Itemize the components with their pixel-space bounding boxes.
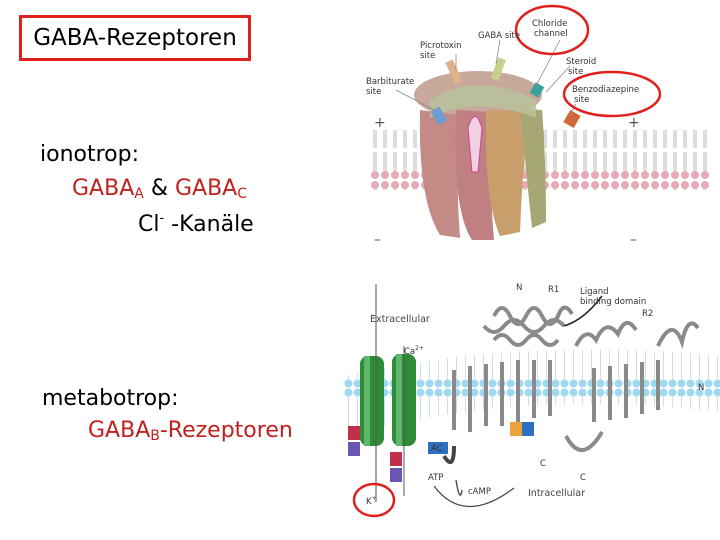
- g-protein-alpha-right: [510, 422, 522, 436]
- camp-arrow: [433, 485, 515, 508]
- cl-main: Cl: [138, 212, 160, 237]
- label-barbiturate: Barbiturate: [366, 77, 414, 87]
- label-c-right: C: [580, 473, 586, 483]
- label-channel: channel: [534, 29, 568, 39]
- label-steroid: Steroid: [566, 57, 596, 67]
- g-protein-alpha-mid: [390, 452, 402, 466]
- chloride-channel-line: Cl- -Kanäle: [138, 212, 254, 237]
- metabotrop-heading: metabotrop:: [42, 386, 179, 411]
- label-atp: ATP: [428, 473, 443, 483]
- cl-sup: -: [159, 211, 165, 226]
- gaba-b-receptor: [452, 305, 700, 452]
- label-n-right: N: [698, 383, 704, 393]
- ligand-pointer: [563, 295, 603, 327]
- gaba-c-sub: C: [237, 186, 248, 202]
- benzodiazepine-highlight: [562, 70, 662, 118]
- ampersand: &: [143, 176, 175, 201]
- g-protein-beta-right: [522, 422, 534, 436]
- label-k: K+: [366, 495, 377, 507]
- receptor-complex: [414, 57, 581, 240]
- label-chloride: Chloride: [532, 19, 567, 29]
- slide-title: GABA-Rezeptoren: [33, 25, 237, 51]
- label-picrotoxin-site: site: [420, 51, 435, 61]
- minus-left: –: [374, 232, 381, 248]
- label-extracellular: Extracellular: [370, 314, 430, 325]
- g-protein-beta-left: [348, 442, 360, 456]
- label-n-top: N: [516, 283, 522, 293]
- plus-left: +: [374, 115, 386, 131]
- label-camp: cAMP: [468, 487, 491, 497]
- gaba-b-sub: B: [150, 428, 160, 444]
- label-binding-domain: binding domain: [580, 297, 646, 307]
- adenylyl-cyclase: [428, 442, 448, 454]
- potassium-highlight: [352, 482, 396, 518]
- title-box: GABA-Rezeptoren: [19, 15, 251, 61]
- label-ac: AC: [431, 444, 443, 454]
- label-picrotoxin: Picrotoxin: [420, 41, 462, 51]
- label-ca: Ca2+: [404, 345, 424, 357]
- label-r1: R1: [548, 285, 559, 295]
- gaba-b-receptor-figure: Extracellular Intracellular Ca2+ K+ ATP …: [344, 283, 720, 518]
- label-ligand: Ligand: [580, 287, 608, 297]
- label-barbiturate-site: site: [366, 87, 381, 97]
- g-protein-alpha-left: [348, 426, 360, 440]
- kanaele-text: -Kanäle: [164, 212, 254, 237]
- gaba-c-main: GABA: [174, 176, 238, 201]
- label-c-left: C: [540, 459, 546, 469]
- gaba-b-rest: -Rezeptoren: [159, 418, 293, 443]
- plus-right: +: [628, 115, 640, 131]
- chloride-channel-highlight: [514, 4, 590, 56]
- g-protein-beta-mid: [390, 468, 402, 482]
- gaba-a-sub: A: [134, 186, 144, 202]
- label-benzodiazepine-site: site: [574, 95, 589, 105]
- inhibition-arrow: [442, 445, 456, 465]
- gaba-b-main: GABA: [88, 418, 151, 443]
- gaba-b-line: GABAB-Rezeptoren: [88, 418, 293, 443]
- label-benzodiazepine: Benzodiazepine: [572, 85, 639, 95]
- label-r2: R2: [642, 309, 653, 319]
- ionotrop-receptor-line: GABAA & GABAC: [72, 176, 247, 201]
- ionotrop-heading: ionotrop:: [40, 142, 139, 167]
- label-gaba-site: GABA site: [478, 31, 520, 41]
- minus-right: –: [630, 232, 637, 248]
- gaba-a-main: GABA: [72, 176, 135, 201]
- gaba-a-receptor-figure: Picrotoxin site GABA site Chloride chann…: [366, 4, 710, 248]
- label-steroid-site: site: [568, 67, 583, 77]
- atp-camp-arrow: [455, 479, 463, 496]
- label-intracellular: Intracellular: [528, 488, 585, 499]
